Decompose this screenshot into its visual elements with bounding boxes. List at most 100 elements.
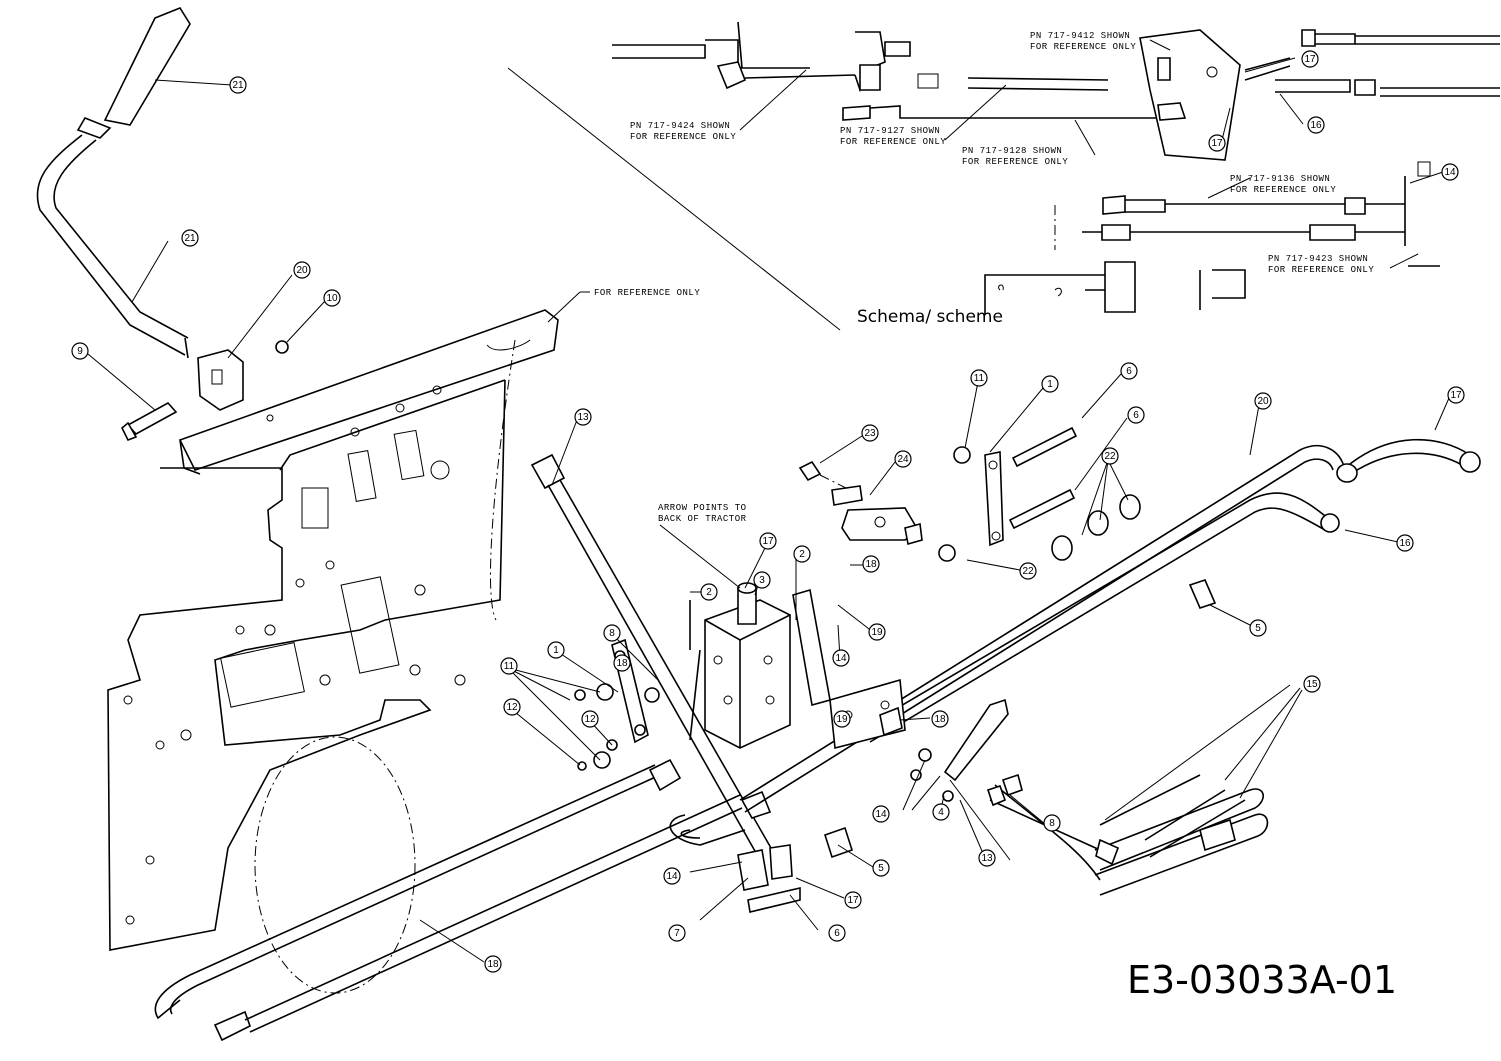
callout: 14 [664, 868, 680, 884]
cable-ties-15 [1100, 775, 1245, 857]
svg-text:16: 16 [1399, 538, 1411, 549]
svg-text:5: 5 [878, 863, 884, 874]
svg-text:22: 22 [1104, 451, 1116, 462]
svg-text:18: 18 [487, 959, 499, 970]
linkage-arm-1-right [939, 428, 1076, 561]
lower-linkage-arm [880, 700, 1022, 805]
note-pn-9136-ref: FOR REFERENCE ONLY [1230, 185, 1336, 195]
bolt-9 [122, 403, 176, 440]
callout: 22 [1102, 448, 1118, 464]
svg-text:9: 9 [77, 346, 83, 357]
bushings-22 [1052, 495, 1140, 560]
callout: 20 [1255, 393, 1271, 409]
callout: 1 [548, 642, 564, 658]
svg-text:14: 14 [666, 871, 678, 882]
callout: 17 [845, 892, 861, 908]
control-valve [690, 583, 830, 748]
svg-text:21: 21 [232, 80, 244, 91]
note-pn-9424: PN 717-9424 SHOWN [630, 121, 730, 131]
svg-text:19: 19 [871, 627, 883, 638]
svg-text:24: 24 [897, 454, 909, 465]
text-notes: FOR REFERENCE ONLY ARROW POINTS TO BACK … [594, 31, 1397, 1002]
note-arrow-line2: BACK OF TRACTOR [658, 514, 747, 524]
svg-text:13: 13 [981, 853, 993, 864]
svg-text:1: 1 [553, 645, 559, 656]
callout: 13 [575, 409, 591, 425]
svg-text:14: 14 [835, 653, 847, 664]
svg-text:8: 8 [1049, 818, 1055, 829]
svg-text:23: 23 [864, 428, 876, 439]
drawing-number: E3-03033A-01 [1127, 958, 1397, 1002]
svg-text:6: 6 [1126, 366, 1132, 377]
callout: 10 [324, 290, 340, 306]
svg-text:19: 19 [836, 714, 848, 725]
svg-text:4: 4 [938, 807, 944, 818]
return-line [670, 815, 745, 845]
svg-text:18: 18 [865, 559, 877, 570]
svg-text:16: 16 [1310, 120, 1322, 131]
svg-text:20: 20 [296, 265, 308, 276]
svg-text:14: 14 [875, 809, 887, 820]
note-pn-9412-ref: FOR REFERENCE ONLY [1030, 42, 1136, 52]
callout: 8 [1044, 815, 1060, 831]
callout: 17 [760, 533, 776, 549]
callout: 18 [614, 655, 630, 671]
callout: 13 [979, 850, 995, 866]
note-for-reference-only: FOR REFERENCE ONLY [594, 288, 700, 298]
svg-text:21: 21 [184, 233, 196, 244]
callout: 4 [933, 804, 949, 820]
callout: 19 [869, 624, 885, 640]
bolt-5-right [1190, 580, 1215, 608]
callout: 8 [604, 625, 620, 641]
callout: 18 [863, 556, 879, 572]
lower-fittings [738, 828, 852, 912]
svg-text:3: 3 [759, 575, 765, 586]
callout: 6 [829, 925, 845, 941]
pivot-bracket-20 [198, 341, 288, 410]
note-pn-9423-ref: FOR REFERENCE ONLY [1268, 265, 1374, 275]
callout: 14 [833, 650, 849, 666]
callout: 21 [230, 77, 246, 93]
callout: 15 [1304, 676, 1320, 692]
svg-text:2: 2 [706, 587, 712, 598]
callout: 23 [862, 425, 878, 441]
schema-label: Schema/ scheme [857, 307, 1003, 327]
callout: 21 [182, 230, 198, 246]
svg-text:6: 6 [834, 928, 840, 939]
callout: 11 [501, 658, 517, 674]
callout: 16 [1308, 117, 1324, 133]
side-panel [108, 340, 515, 993]
note-pn-9127: PN 717-9127 SHOWN [840, 126, 940, 136]
main-tube-20 [740, 440, 1480, 812]
hydraulic-hose-6 [532, 455, 775, 860]
callout: 12 [504, 699, 520, 715]
hydraulic-hose-18 [155, 760, 742, 1040]
note-pn-9128: PN 717-9128 SHOWN [962, 146, 1062, 156]
callout: 18 [485, 956, 501, 972]
svg-text:17: 17 [1450, 390, 1462, 401]
callout: 6 [1121, 363, 1137, 379]
svg-text:5: 5 [1255, 623, 1261, 634]
callout: 5 [873, 860, 889, 876]
callout: 9 [72, 343, 88, 359]
svg-text:20: 20 [1257, 396, 1269, 407]
svg-text:17: 17 [847, 895, 859, 906]
svg-text:17: 17 [1211, 138, 1223, 149]
callout: 18 [932, 711, 948, 727]
callout: 17 [1209, 135, 1225, 151]
callout: 20 [294, 262, 310, 278]
note-arrow-line1: ARROW POINTS TO [658, 503, 747, 513]
callout: 12 [582, 711, 598, 727]
svg-text:11: 11 [974, 373, 985, 384]
svg-text:22: 22 [1022, 566, 1034, 577]
note-pn-9136: PN 717-9136 SHOWN [1230, 174, 1330, 184]
svg-text:11: 11 [504, 661, 515, 672]
callout: 1 [1042, 376, 1058, 392]
note-pn-9423: PN 717-9423 SHOWN [1268, 254, 1368, 264]
svg-text:18: 18 [934, 714, 946, 725]
callout: 6 [1128, 407, 1144, 423]
callout: 16 [1397, 535, 1413, 551]
callout: 5 [1250, 620, 1266, 636]
control-lever [37, 8, 190, 358]
